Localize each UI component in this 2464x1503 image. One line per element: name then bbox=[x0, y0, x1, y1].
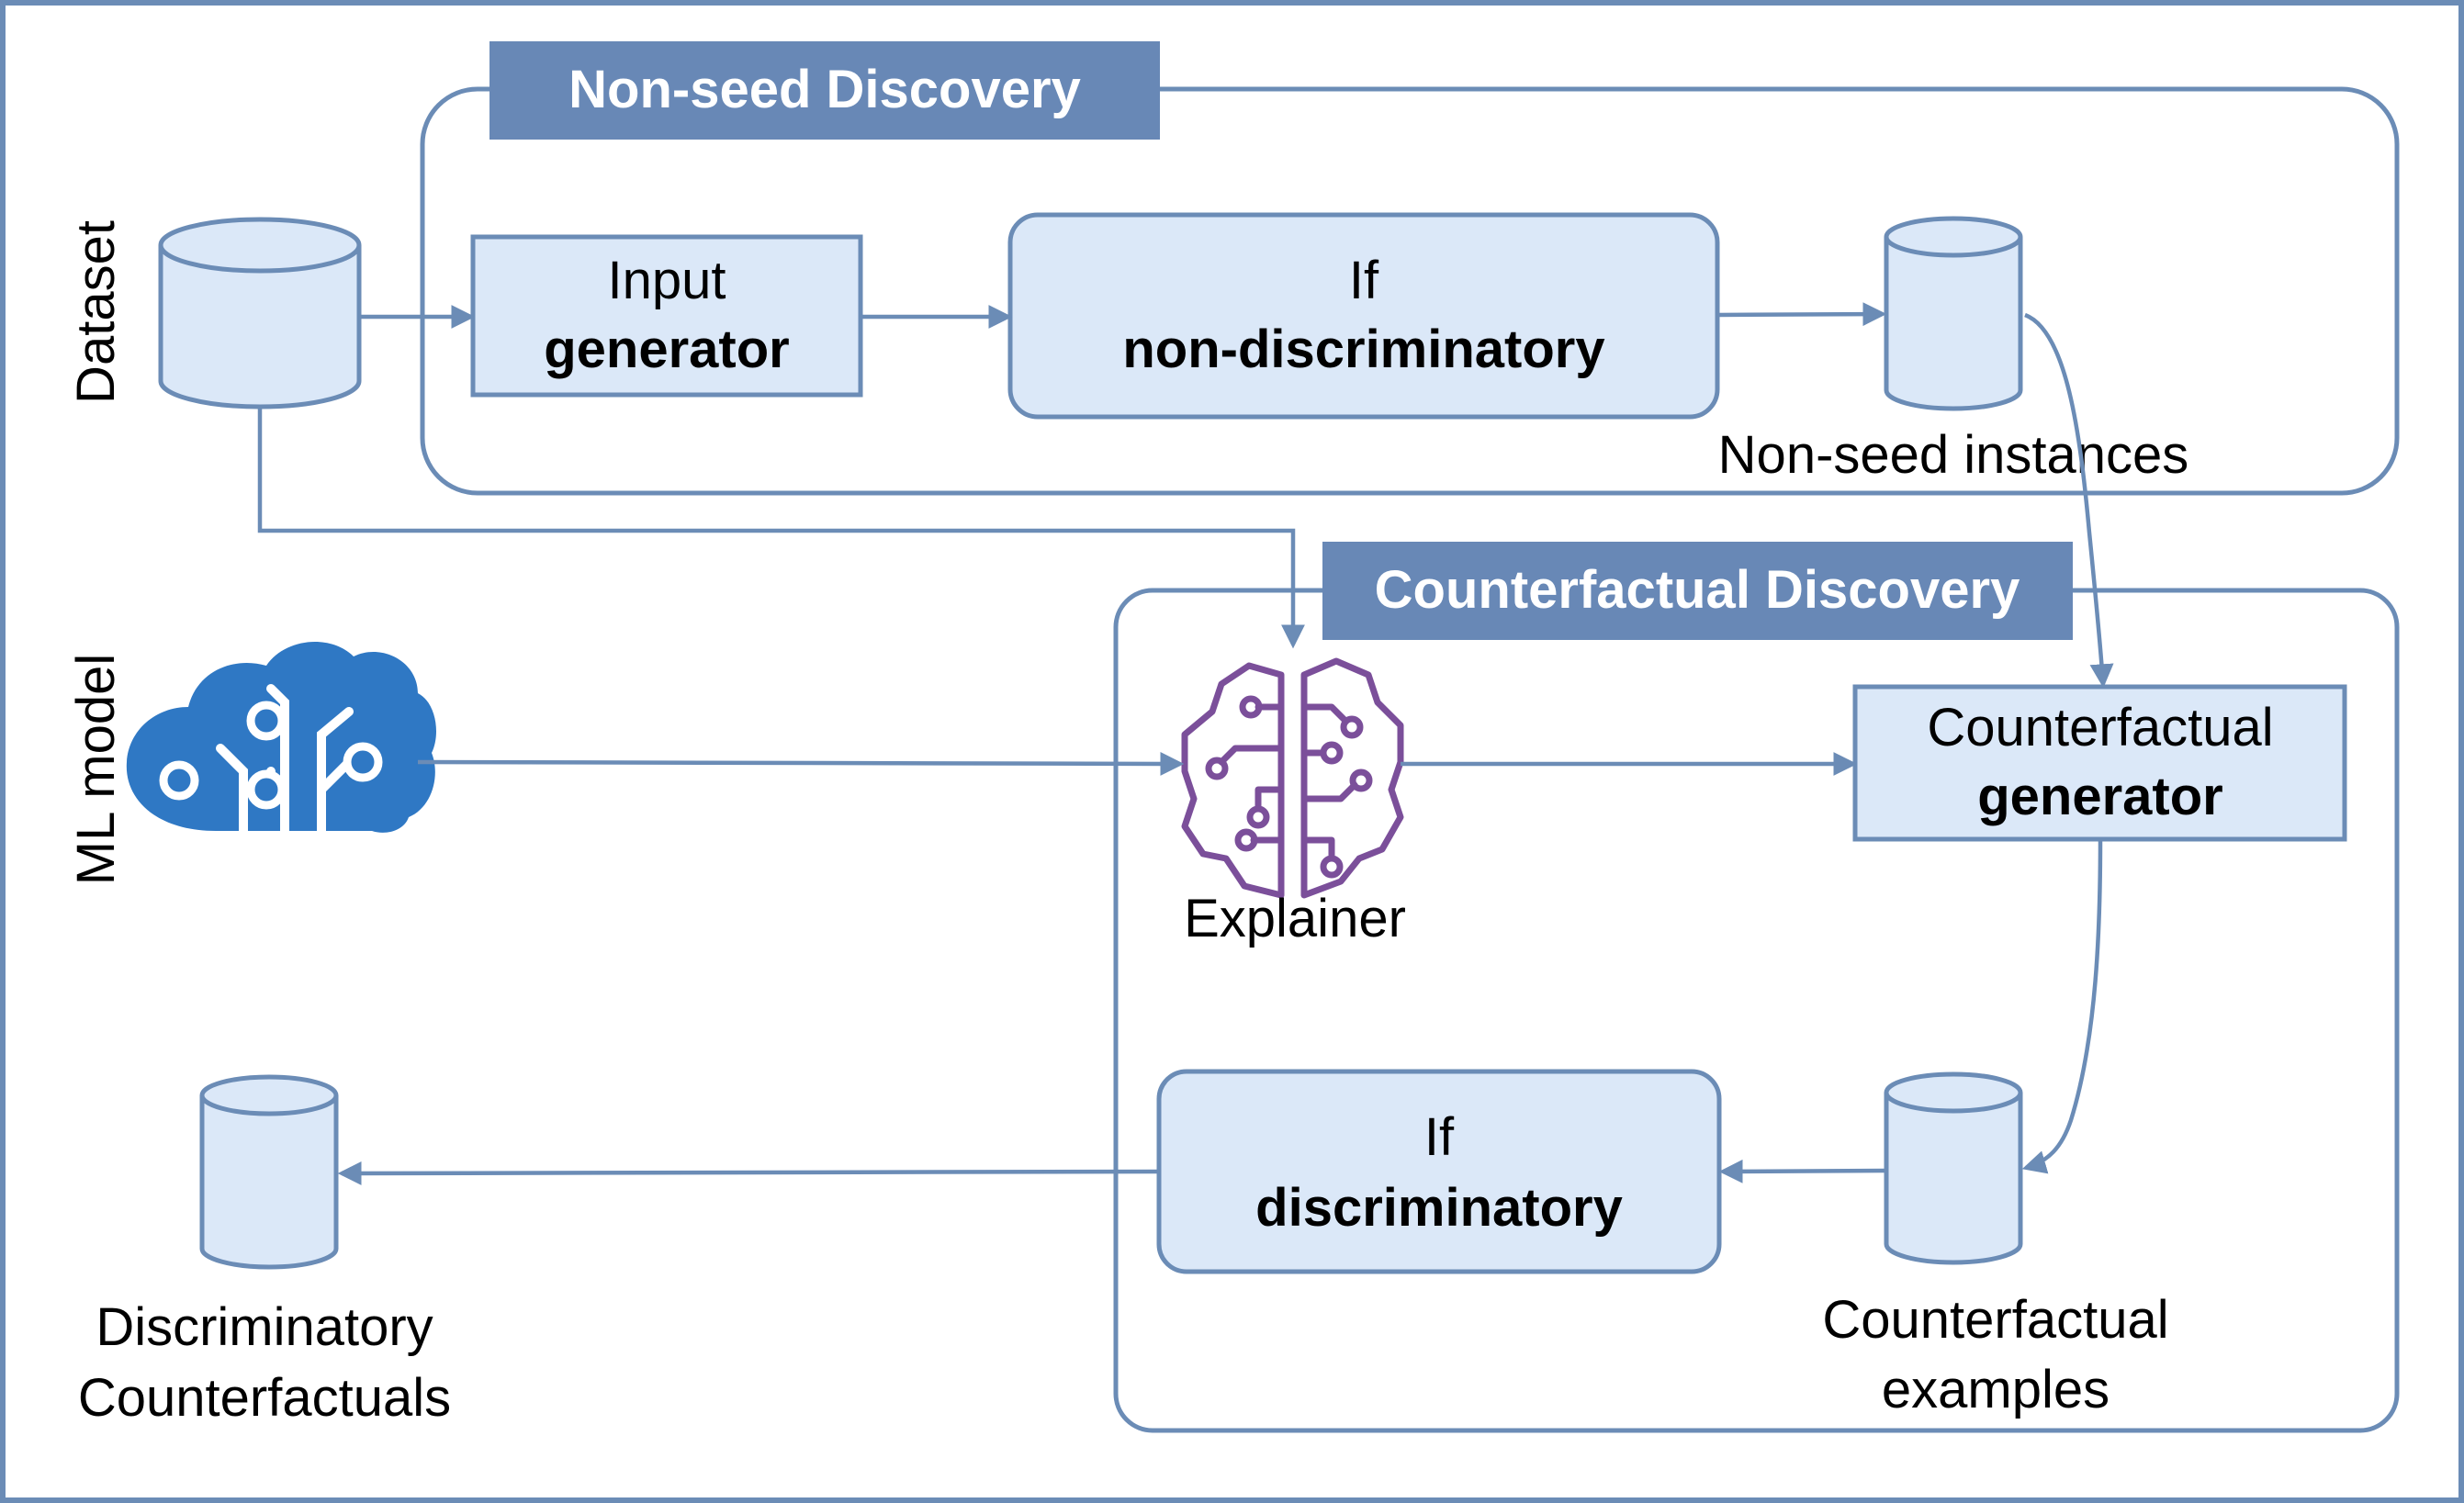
non-seed-discovery-frame bbox=[420, 86, 2400, 496]
counterfactual-discovery-title: Counterfactual Discovery bbox=[1375, 560, 2020, 620]
non-seed-discovery-title: Non-seed Discovery bbox=[568, 60, 1081, 119]
non-seed-discovery-header bbox=[489, 41, 1160, 140]
discriminatory-counterfactuals-cylinder-icon bbox=[199, 1074, 339, 1270]
non-seed-instances-label: Non-seed instances bbox=[1718, 425, 2189, 485]
counterfactual-examples-line2: examples bbox=[1882, 1360, 2110, 1419]
dataset-side-label: Dataset bbox=[66, 220, 126, 404]
if-non-discriminatory-box bbox=[1007, 212, 1720, 420]
if-non-discriminatory-line2: non-discriminatory bbox=[1122, 320, 1604, 379]
explainer-label: Explainer bbox=[1184, 889, 1406, 948]
arrow-dataset-to-explainer bbox=[257, 407, 1305, 649]
brain-circuit-icon bbox=[1181, 657, 1404, 899]
counterfactual-generator-line2: generator bbox=[1977, 767, 2223, 826]
arrow-counterfactual-examples-to-if-discriminatory bbox=[1718, 1159, 1887, 1183]
discriminatory-counterfactuals-line1: Discriminatory bbox=[96, 1297, 433, 1357]
counterfactual-examples-line1: Counterfactual bbox=[1822, 1290, 2168, 1350]
arrow-non-seed-instances-to-counterfactual-generator bbox=[2024, 312, 2114, 689]
dataset-cylinder-icon bbox=[158, 217, 362, 409]
if-discriminatory-line2: discriminatory bbox=[1255, 1178, 1623, 1238]
arrow-ml-model-to-explainer bbox=[417, 751, 1185, 776]
input-generator-line1: Input bbox=[608, 251, 726, 310]
input-generator-line2: generator bbox=[544, 320, 790, 379]
counterfactual-discovery-header bbox=[1322, 542, 2073, 640]
ml-model-side-label: ML model bbox=[66, 654, 126, 886]
if-non-discriminatory-line1: If bbox=[1349, 251, 1379, 310]
if-discriminatory-box bbox=[1156, 1069, 1722, 1274]
arrow-if-discriminatory-to-discriminatory-counterfactuals bbox=[337, 1161, 1160, 1185]
if-discriminatory-line1: If bbox=[1424, 1107, 1455, 1167]
cloud-brain-circuit-icon bbox=[126, 641, 436, 836]
counterfactual-generator-line1: Counterfactual bbox=[1927, 698, 2273, 757]
non-seed-instances-cylinder-icon bbox=[1884, 216, 2023, 411]
discriminatory-counterfactuals-line2: Counterfactuals bbox=[78, 1368, 451, 1428]
arrow-if-non-discriminatory-to-non-seed-instances bbox=[1716, 302, 1887, 327]
arrow-counterfactual-generator-to-counterfactual-examples bbox=[2021, 838, 2103, 1174]
counterfactual-examples-cylinder-icon bbox=[1884, 1071, 2023, 1265]
